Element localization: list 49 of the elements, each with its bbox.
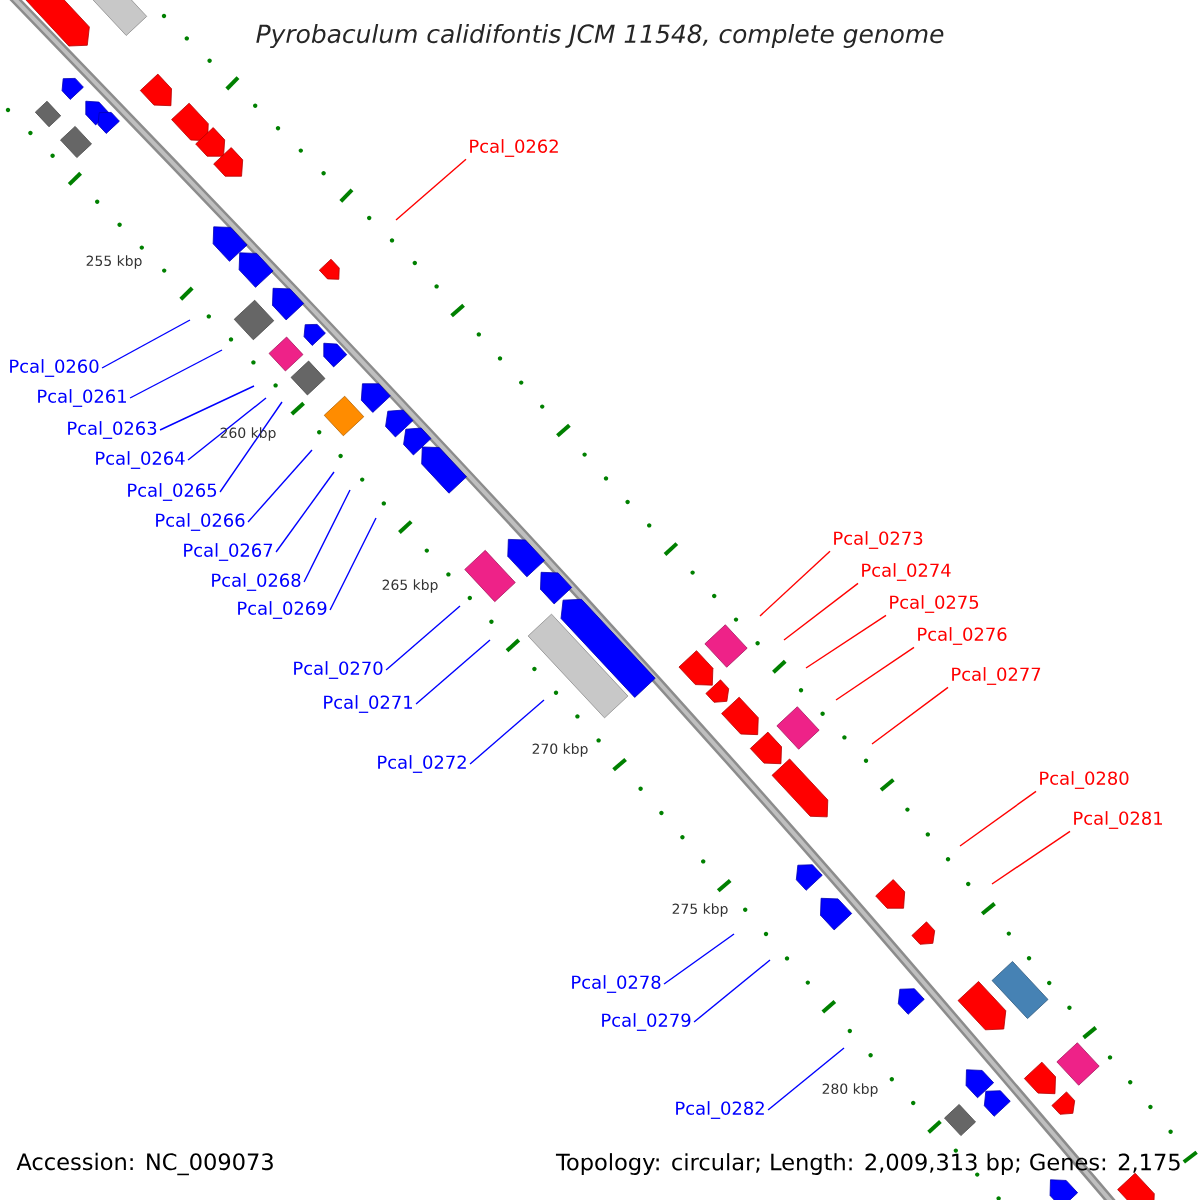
leader-line: [101, 319, 191, 369]
gene-label: Pcal_0273: [834, 531, 923, 549]
leader-line: [871, 686, 949, 745]
gene-label: Pcal_0269: [238, 601, 327, 619]
leader-line: [129, 349, 223, 399]
leader-line: [959, 790, 1037, 847]
gene-label: Pcal_0267: [184, 543, 273, 561]
gene-label: Pcal_0263: [68, 421, 157, 439]
leader-line: [805, 614, 887, 669]
leader-line: [991, 830, 1071, 885]
leader-line: [303, 489, 351, 583]
gene-label: Pcal_0275: [890, 595, 979, 613]
gene-label: Pcal_0271: [324, 695, 412, 713]
leader-line: [469, 699, 545, 765]
gene-label: Pcal_0262: [470, 139, 558, 157]
gene-label: Pcal_0272: [378, 755, 466, 773]
leader-line: [247, 449, 313, 523]
leader-line: [187, 397, 267, 461]
leader-line: [395, 158, 467, 221]
gene-label: Pcal_0270: [294, 661, 383, 679]
gene-label: Pcal_0280: [1040, 771, 1129, 789]
gene-label: Pcal_0282: [676, 1101, 764, 1119]
leader-line: [219, 401, 283, 493]
accession-text: Accession: NC_009073: [16, 1152, 273, 1176]
gene-label: Pcal_0264: [96, 451, 185, 469]
leader-line: [835, 646, 915, 701]
leader-line: [783, 582, 859, 641]
gene-label: Pcal_0277: [952, 667, 1041, 685]
leader-line: [329, 517, 377, 611]
gene-label: Pcal_0268: [212, 573, 301, 591]
gene-label: Pcal_0276: [918, 627, 1007, 645]
gene-label: Pcal_0260: [10, 359, 99, 377]
leader-line: [759, 550, 831, 617]
gene-label: Pcal_0266: [156, 513, 245, 531]
gene-label: Pcal_0278: [572, 975, 661, 993]
leader-line: [767, 1047, 845, 1111]
genome-info-text: Topology: circular; Length: 2,009,313 bp; Genes: 2,175: [555, 1153, 1180, 1175]
gene-label: Pcal_0274: [862, 563, 951, 581]
gene-label: Pcal_0265: [128, 483, 217, 501]
leader-line: [159, 385, 255, 431]
leader-line: [415, 639, 491, 705]
leader-line: [385, 605, 461, 671]
leader-line: [275, 471, 335, 553]
gene-label: Pcal_0279: [602, 1013, 691, 1031]
title: Pyrobaculum calidifontis JCM 11548, complete genome: [256, 23, 944, 49]
gene-label: Pcal_0281: [1074, 811, 1162, 829]
leader-line: [693, 959, 771, 1023]
gene-label: Pcal_0261: [38, 389, 126, 407]
leader-line: [663, 933, 735, 985]
